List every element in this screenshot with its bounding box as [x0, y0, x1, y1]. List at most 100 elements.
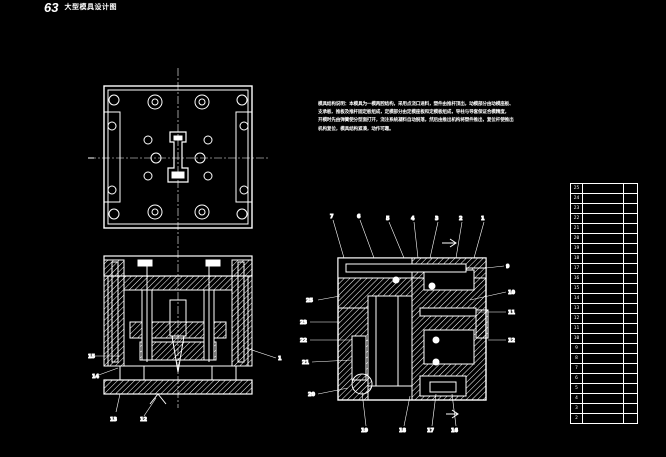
- parts-list-cell: 12: [570, 313, 583, 324]
- parts-list-cell: [623, 203, 638, 214]
- parts-list-cell: [582, 243, 624, 254]
- parts-list-cell: 14: [570, 293, 583, 304]
- design-notes-line: 机构复位，模具结构紧凑，动作可靠。: [318, 126, 394, 132]
- callout-19: 19: [361, 428, 368, 434]
- page-header: 63 大型模具设计图: [44, 0, 117, 15]
- parts-list-cell: [582, 413, 624, 424]
- parts-list-row: 2: [570, 413, 638, 424]
- parts-list-cell: [623, 273, 638, 284]
- parts-list-cell: 17: [570, 263, 583, 274]
- parts-list-row: 23: [570, 203, 638, 214]
- right-callouts: [310, 219, 507, 427]
- parts-list-cell: [623, 313, 638, 324]
- parts-list-cell: [582, 273, 624, 284]
- callout-10: 10: [508, 290, 515, 296]
- parts-list-cell: [582, 373, 624, 384]
- parts-list-cell: [623, 393, 638, 404]
- parts-list-cell: [582, 323, 624, 334]
- parts-list-cell: 25: [570, 183, 583, 194]
- front-section-view: [103, 255, 253, 405]
- design-notes: 模具结构说明：本模具为一模两腔结构，采用点浇口进料，塑件由推杆顶出，动模部分由动…: [318, 101, 554, 134]
- parts-list-cell: 3: [570, 403, 583, 414]
- parts-list-cell: [582, 333, 624, 344]
- parts-list-cell: [582, 193, 624, 204]
- parts-list-row: 20: [570, 233, 638, 244]
- parts-list-cell: [623, 283, 638, 294]
- parts-list-cell: [623, 243, 638, 254]
- parts-list-cell: [582, 353, 624, 364]
- callout-22: 22: [300, 338, 307, 344]
- parts-list-cell: [623, 213, 638, 224]
- parts-list-row: 16: [570, 273, 638, 284]
- parts-list-cell: [623, 373, 638, 384]
- callout-7: 7: [330, 214, 334, 220]
- parts-list-cell: 4: [570, 393, 583, 404]
- parts-list-cell: [582, 363, 624, 374]
- parts-list-cell: 10: [570, 333, 583, 344]
- parts-list-cell: 5: [570, 383, 583, 394]
- parts-list-cell: [582, 403, 624, 414]
- parts-list-cell: [623, 293, 638, 304]
- parts-list-cell: [623, 233, 638, 244]
- page-number: 63: [44, 0, 59, 15]
- section-arrows: [442, 238, 459, 419]
- parts-list-cell: [623, 183, 638, 194]
- callout-12: 12: [140, 417, 147, 423]
- parts-list-cell: [623, 323, 638, 334]
- parts-list-cell: [623, 383, 638, 394]
- parts-list-row: 12: [570, 313, 638, 324]
- parts-list-row: 7: [570, 363, 638, 374]
- parts-list-cell: [582, 393, 624, 404]
- parts-list-cell: [623, 413, 638, 424]
- parts-list-row: 25: [570, 183, 638, 194]
- callout-4: 4: [411, 216, 415, 222]
- parts-list-cell: [623, 263, 638, 274]
- parts-list-cell: 15: [570, 283, 583, 294]
- parts-list-cell: [582, 223, 624, 234]
- parts-list-cell: 2: [570, 413, 583, 424]
- parts-list-cell: 21: [570, 223, 583, 234]
- parts-list-row: 4: [570, 393, 638, 404]
- parts-list-cell: [623, 343, 638, 354]
- parts-list-cell: [582, 203, 624, 214]
- parts-list-row: 18: [570, 253, 638, 264]
- parts-list-cell: 20: [570, 233, 583, 244]
- parts-list-cell: [582, 183, 624, 194]
- parts-list-row: 6: [570, 373, 638, 384]
- parts-list-cell: [582, 343, 624, 354]
- parts-list-cell: 8: [570, 353, 583, 364]
- parts-list-cell: [582, 233, 624, 244]
- design-notes-line: 模具结构说明：本模具为一模两腔结构，采用点浇口进料，塑件由推杆顶出，动模部分由动…: [318, 102, 514, 107]
- callout-5: 5: [386, 216, 390, 222]
- parts-list-row: 3: [570, 403, 638, 414]
- callout-20: 20: [308, 392, 315, 398]
- parts-list-cell: [623, 333, 638, 344]
- parts-list-row: 14: [570, 293, 638, 304]
- callout-6: 6: [357, 214, 361, 220]
- callout-15: 15: [88, 354, 95, 360]
- parts-list-cell: [623, 253, 638, 264]
- parts-list-cell: [623, 193, 638, 204]
- parts-list-row: 9: [570, 343, 638, 354]
- parts-list-row: 19: [570, 243, 638, 254]
- parts-list-cell: [582, 283, 624, 294]
- parts-list-cell: 13: [570, 303, 583, 314]
- parts-list-row: 13: [570, 303, 638, 314]
- callout-9: 9: [506, 264, 510, 270]
- callout-11: 11: [508, 310, 515, 316]
- callout-13: 13: [110, 417, 117, 423]
- design-notes-line: 支承板、推板及推杆固定板组成，定模部分由定模座板和定模板组成，导柱与导套保证合模…: [318, 110, 510, 116]
- parts-list-cell: [582, 253, 624, 264]
- parts-list-cell: 11: [570, 323, 583, 334]
- callout-12-right: 12: [508, 338, 515, 344]
- side-section-view: [337, 257, 489, 401]
- parts-list-row: 10: [570, 333, 638, 344]
- page-heading: 大型模具设计图: [64, 3, 117, 11]
- parts-list-row: 17: [570, 263, 638, 274]
- parts-list-row: 8: [570, 353, 638, 364]
- callout-21: 21: [302, 360, 309, 366]
- parts-list-cell: 18: [570, 253, 583, 264]
- parts-list-cell: 16: [570, 273, 583, 284]
- callout-18: 18: [399, 428, 406, 434]
- parts-list-cell: 22: [570, 213, 583, 224]
